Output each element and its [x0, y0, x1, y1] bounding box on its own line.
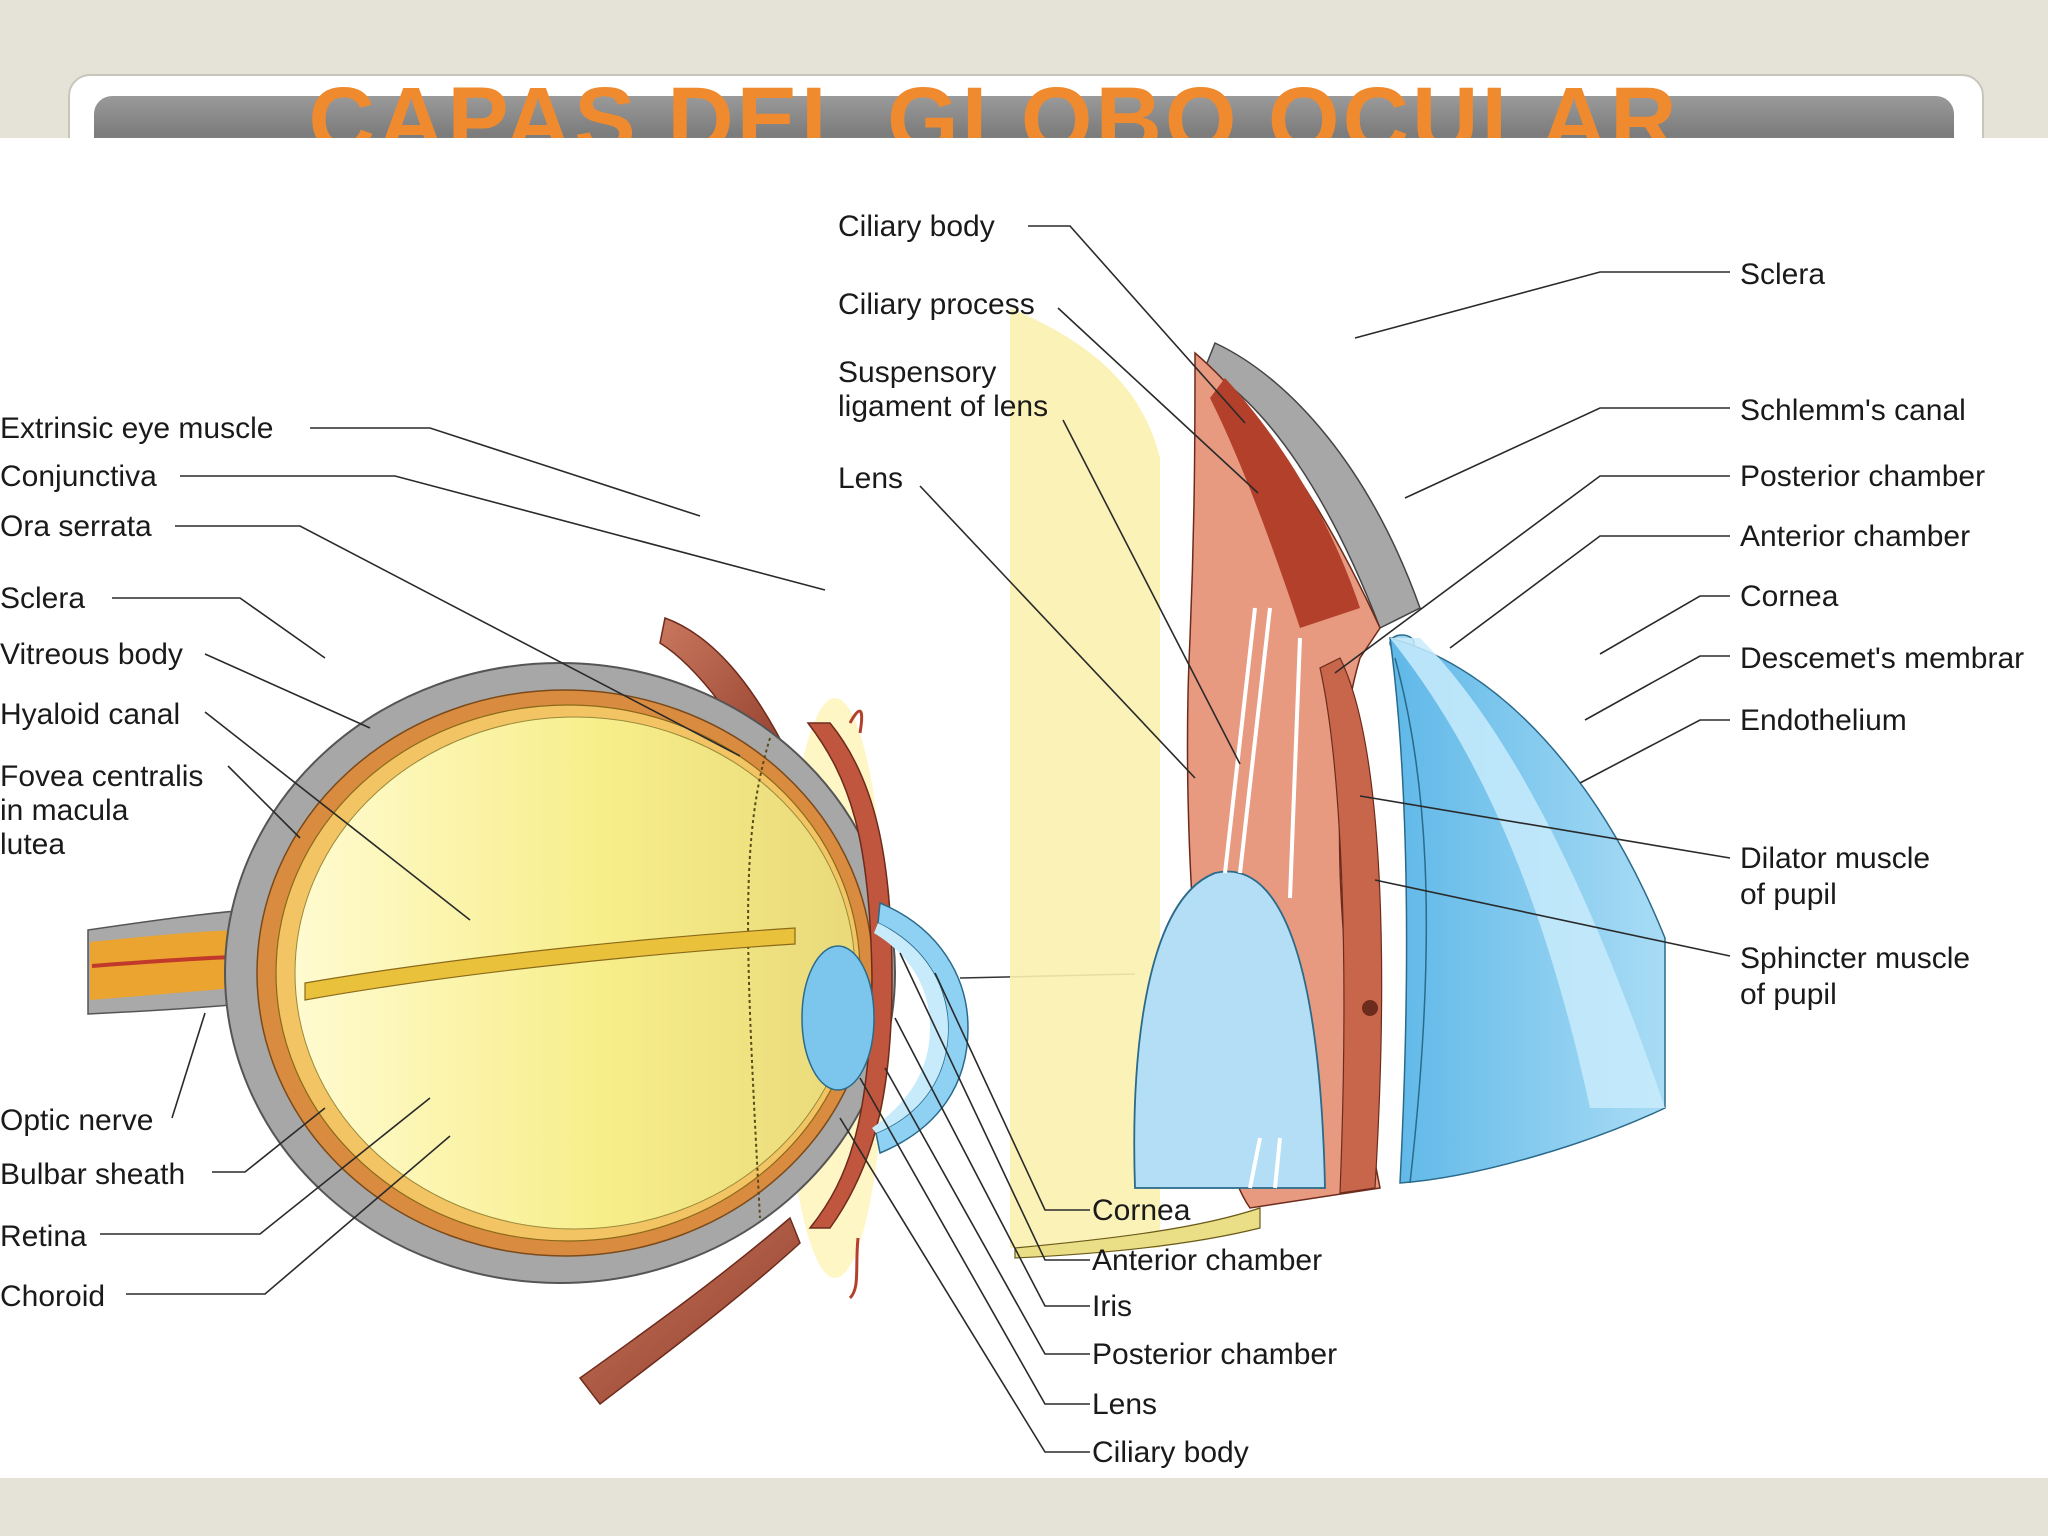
label-cornea-bottom: Cornea	[1092, 1194, 1191, 1227]
label-sphincter-line2: of pupil	[1740, 978, 1837, 1011]
label-endothelium: Endothelium	[1740, 704, 1907, 737]
whole-eye-section	[88, 618, 968, 1404]
label-fovea-line1: Fovea centralis	[0, 760, 203, 793]
label-dilator-line1: Dilator muscle	[1740, 842, 1930, 875]
slide-title: CAPAS DEL GLOBO OCULAR	[0, 68, 2018, 138]
label-extrinsic-eye-muscle: Extrinsic eye muscle	[0, 412, 273, 445]
label-bulbar-sheath: Bulbar sheath	[0, 1158, 185, 1191]
label-retina: Retina	[0, 1220, 87, 1253]
eye-diagram-svg: Extrinsic eye muscle Conjunctiva Ora ser…	[0, 138, 2048, 1478]
label-optic-nerve: Optic nerve	[0, 1104, 153, 1137]
label-fovea-line3: lutea	[0, 828, 65, 861]
label-ciliary-body-top: Ciliary body	[838, 210, 995, 243]
right-labels: Sclera Schlemm's canal Posterior chamber…	[1740, 258, 2024, 1011]
label-conjunctiva: Conjunctiva	[0, 460, 157, 493]
label-iris-bottom: Iris	[1092, 1290, 1132, 1323]
label-hyaloid-canal: Hyaloid canal	[0, 698, 180, 731]
eye-anatomy-figure: Extrinsic eye muscle Conjunctiva Ora ser…	[0, 138, 2048, 1478]
label-suspensory-line1: Suspensory	[838, 356, 996, 389]
label-ciliary-body-bottom: Ciliary body	[1092, 1436, 1249, 1469]
label-dilator-line2: of pupil	[1740, 878, 1837, 911]
label-sclera-left: Sclera	[0, 582, 85, 615]
label-lens-bottom: Lens	[1092, 1388, 1157, 1421]
label-suspensory-line2: ligament of lens	[838, 390, 1048, 423]
lens-left	[802, 946, 874, 1090]
slide-title-container: CAPAS DEL GLOBO OCULAR	[0, 68, 2048, 138]
label-descemets-membrane: Descemet's membrar	[1740, 642, 2024, 675]
label-fovea-line2: in macula	[0, 794, 129, 827]
label-vitreous-body: Vitreous body	[0, 638, 183, 671]
label-schlemms-canal: Schlemm's canal	[1740, 394, 1966, 427]
label-posterior-chamber-bottom: Posterior chamber	[1092, 1338, 1337, 1371]
label-anterior-chamber-right: Anterior chamber	[1740, 520, 1970, 553]
label-choroid: Choroid	[0, 1280, 105, 1313]
label-posterior-chamber-right: Posterior chamber	[1740, 460, 1985, 493]
label-ciliary-process: Ciliary process	[838, 288, 1035, 321]
label-ora-serrata: Ora serrata	[0, 510, 152, 543]
magnified-anterior-segment	[1010, 308, 1665, 1258]
label-lens-top: Lens	[838, 462, 903, 495]
left-labels: Extrinsic eye muscle Conjunctiva Ora ser…	[0, 412, 273, 1313]
label-cornea-right: Cornea	[1740, 580, 1839, 613]
label-sclera-right: Sclera	[1740, 258, 1825, 291]
label-sphincter-line1: Sphincter muscle	[1740, 942, 1970, 975]
label-anterior-chamber-bottom: Anterior chamber	[1092, 1244, 1322, 1277]
